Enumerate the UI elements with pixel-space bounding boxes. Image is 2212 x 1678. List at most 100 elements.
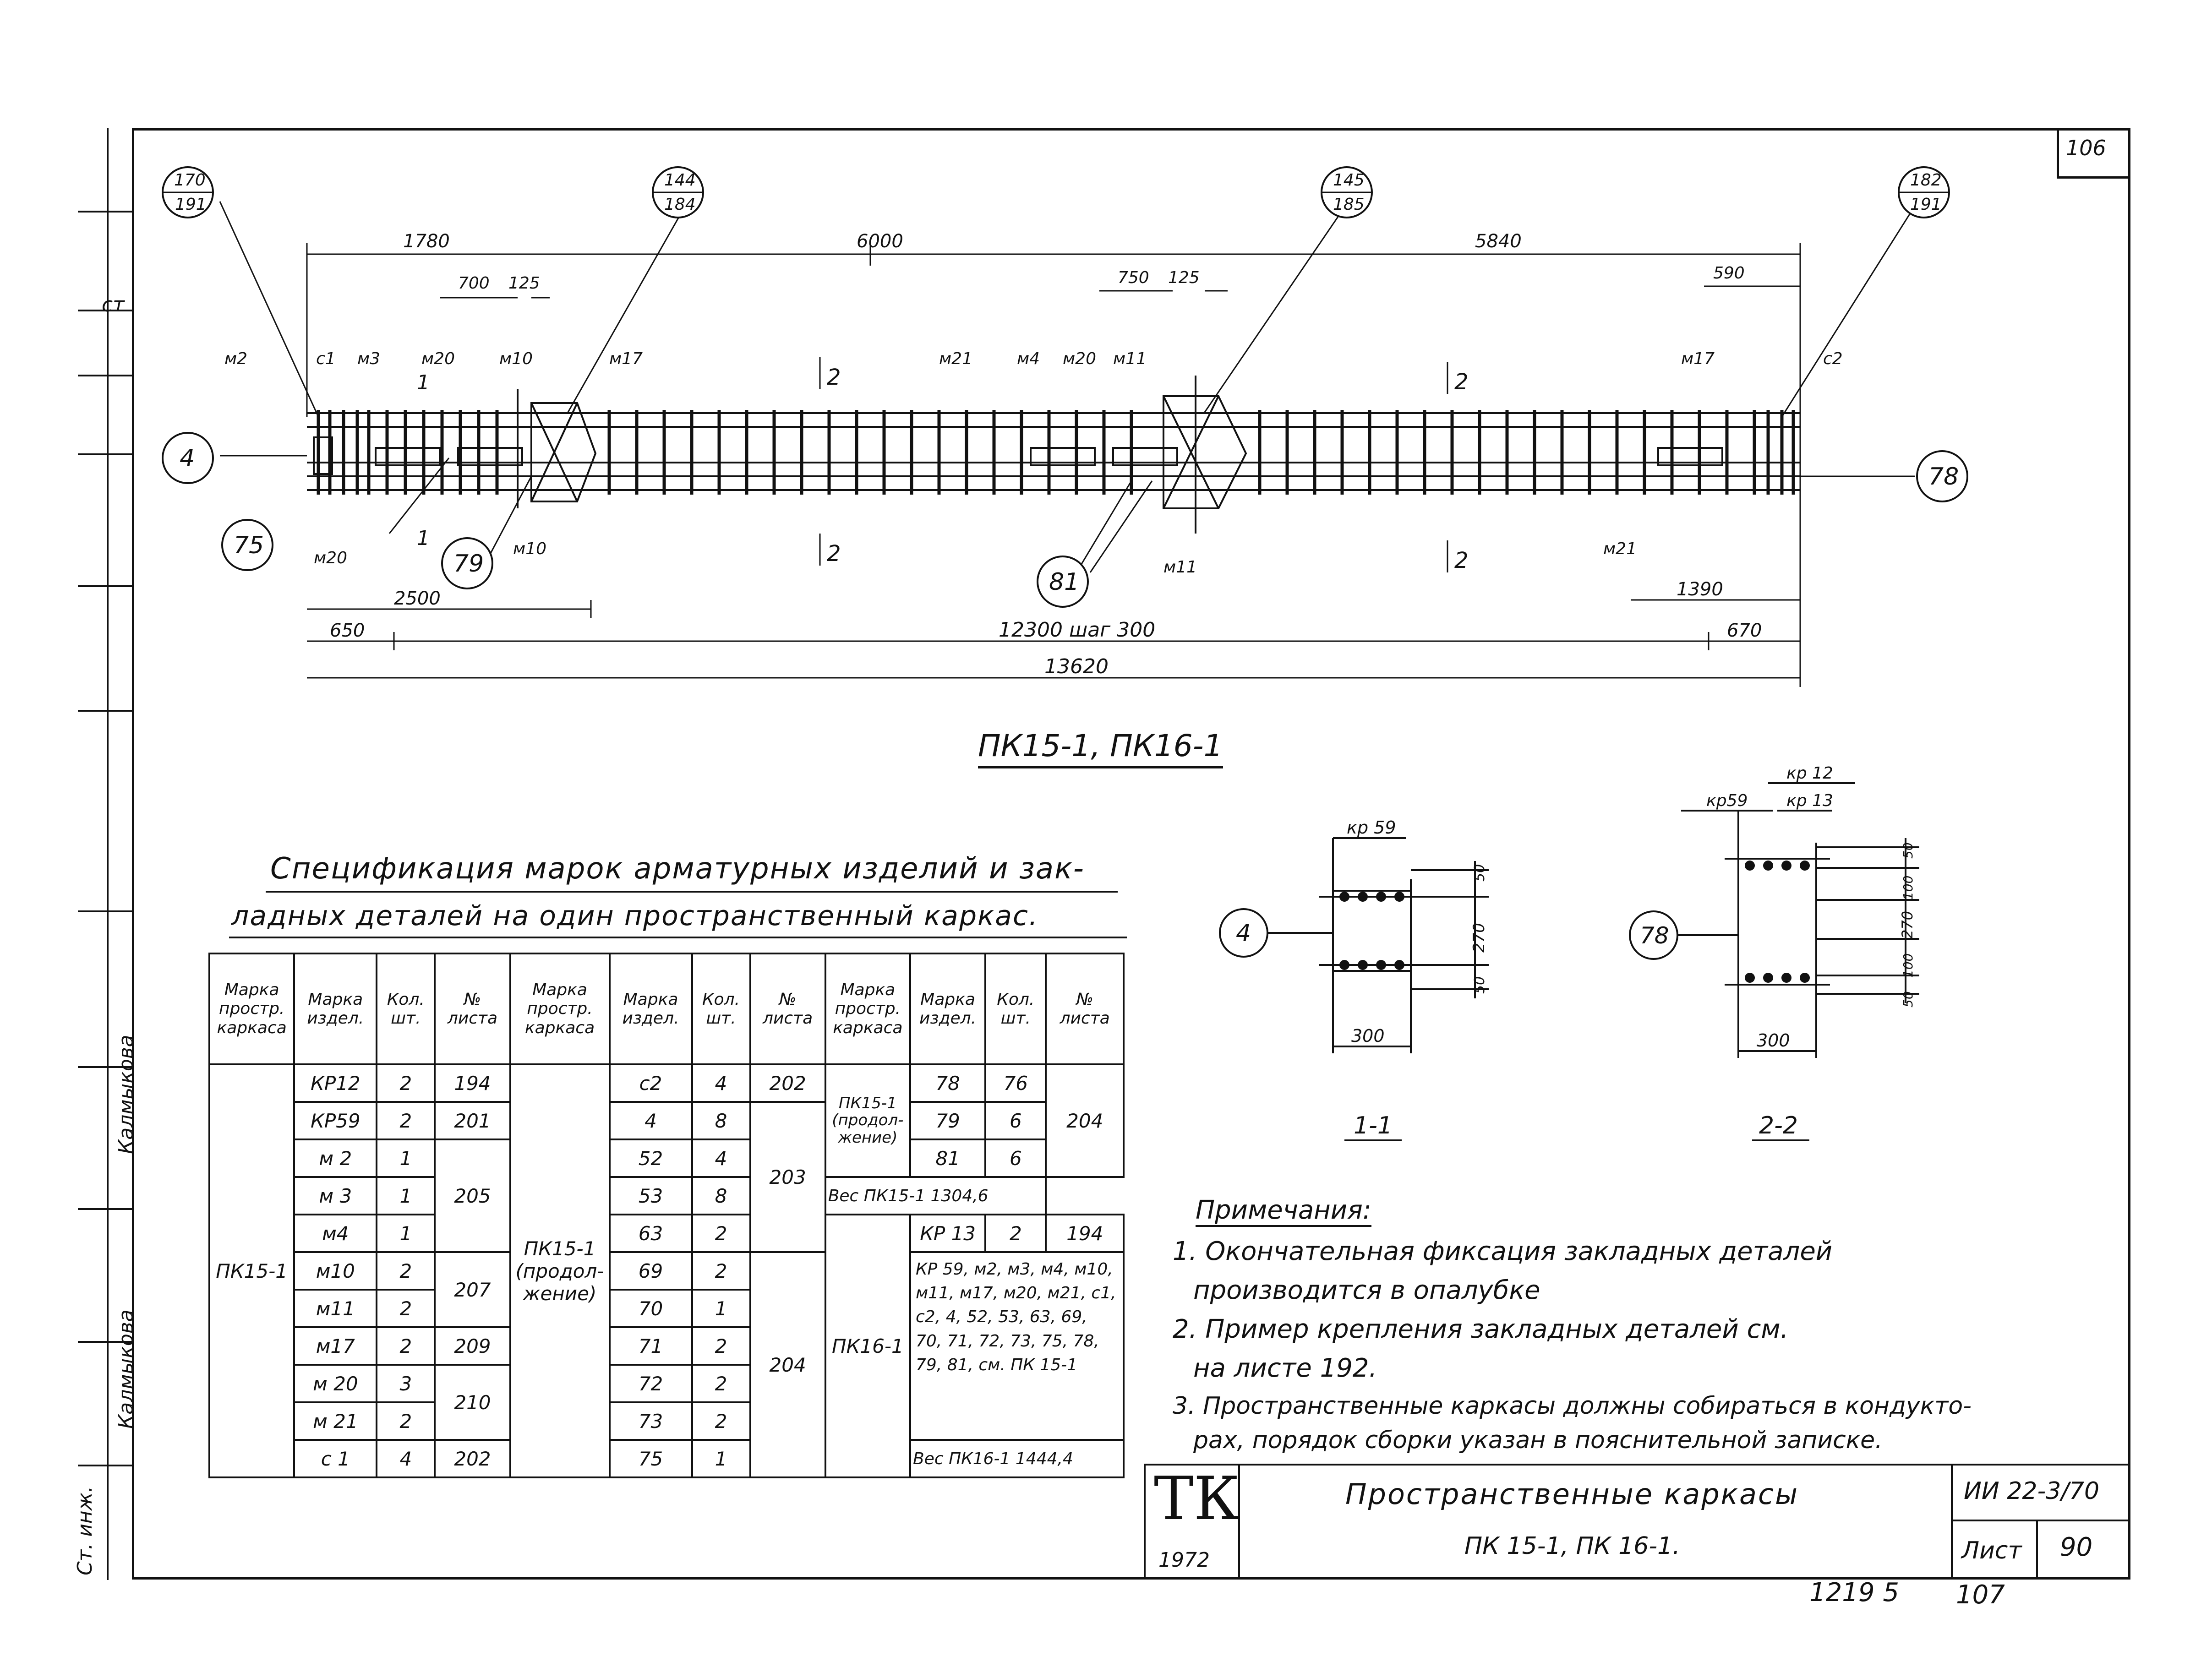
note-line-4: на листе 192.: [1193, 1353, 1377, 1383]
item: м17: [293, 1326, 378, 1366]
part-m20c: м20: [314, 549, 347, 567]
section-2-dim-b: 100: [1901, 876, 1916, 900]
margin-label-st: ст: [102, 293, 125, 316]
sheet: 202: [434, 1439, 511, 1478]
table-row: м 2 1 205 52 4 81 6: [209, 1139, 1124, 1253]
marker-79: 79: [453, 550, 484, 577]
part-m21b: м21: [1603, 539, 1637, 558]
dim-125b: 125: [1168, 268, 1200, 287]
qty: 6: [984, 1101, 1047, 1140]
note-line-6: рах, порядок сборки указан в пояснительн…: [1193, 1427, 1883, 1454]
item-kr13: КР 13: [909, 1214, 987, 1253]
section-mark-2a: 2: [827, 365, 841, 390]
corner-number: 106: [2066, 136, 2106, 160]
hdr-item-3: Марка издел.: [909, 953, 987, 1065]
qty: 2: [376, 1251, 436, 1291]
item: 72: [608, 1364, 693, 1403]
section-2-dim-d: 100: [1901, 953, 1916, 978]
weight-pk16: Вес ПК16-1 1444,4: [909, 1439, 1125, 1478]
pk16-item-list: КР 59, м2, м3, м4, м10, м11, м17, м20, м…: [909, 1251, 1125, 1441]
spec-table: Марка простр. каркаса Марка издел. Кол. …: [208, 953, 1125, 1478]
item: 53: [608, 1176, 693, 1215]
part-m17a: м17: [609, 349, 643, 368]
section-2-top-kr12: кр 12: [1786, 764, 1833, 783]
title-main: Пространственные каркасы: [1345, 1477, 1799, 1511]
dim-700: 700: [458, 274, 490, 293]
part-c2: с2: [1823, 349, 1843, 368]
callout-145: 145: [1333, 171, 1365, 190]
notes-heading: Примечания:: [1196, 1195, 1371, 1227]
spec-title-line-1: Спецификация марок арматурных изделий и …: [270, 852, 1085, 886]
bottom-number-1: 1219 5: [1809, 1578, 1899, 1607]
part-m10b: м10: [513, 539, 546, 558]
item: 75: [608, 1439, 693, 1478]
frame-pk16: ПК16-1: [824, 1214, 912, 1478]
marker-81: 81: [1049, 568, 1079, 596]
qty: 4: [376, 1439, 436, 1478]
hdr-frame-3: Марка простр. каркаса: [824, 953, 912, 1065]
part-m3: м3: [357, 349, 380, 368]
dim-590: 590: [1713, 264, 1745, 283]
sheet: 207: [434, 1251, 511, 1328]
qty: 2: [376, 1401, 436, 1441]
dim-13620: 13620: [1044, 655, 1109, 678]
margin-label-name-1: Калмыкова: [115, 1035, 138, 1154]
item: КР12: [293, 1063, 378, 1103]
sheet: 201: [434, 1101, 511, 1140]
sheet: 194: [434, 1063, 511, 1103]
section-mark-2b: 2: [827, 541, 841, 567]
qty: 1: [376, 1214, 436, 1253]
callout-185: 185: [1333, 195, 1365, 214]
section-2-width: 300: [1757, 1030, 1790, 1051]
table-row: м17 2 209 71 2: [209, 1326, 1124, 1366]
part-m2: м2: [224, 349, 247, 368]
part-m11b: м11: [1163, 558, 1197, 577]
note-line-1: 1. Окончательная фиксация закладных дета…: [1173, 1237, 1833, 1266]
callout-182: 182: [1910, 171, 1942, 190]
section-1-dim-a: 50: [1472, 864, 1488, 882]
qty: 1: [691, 1289, 751, 1328]
callout-191b: 191: [1910, 195, 1942, 214]
sheet: 205: [434, 1139, 511, 1253]
section-mark-1b: 1: [417, 527, 430, 550]
bottom-number-2: 107: [1956, 1580, 2005, 1610]
sheet: 204: [749, 1251, 826, 1478]
qty: 2: [376, 1289, 436, 1328]
section-2-label: 2-2: [1759, 1112, 1798, 1139]
section-mark-2d: 2: [1454, 548, 1469, 573]
title-block-sheet-no-cell: [2036, 1520, 2130, 1580]
part-m17b: м17: [1681, 349, 1715, 368]
sheet-frame: [132, 128, 2130, 1580]
qty: 1: [376, 1176, 436, 1215]
hdr-qty-2: Кол. шт.: [691, 953, 751, 1065]
part-m11a: м11: [1113, 349, 1147, 368]
note-line-5: 3. Пространственные каркасы должны собир…: [1173, 1392, 1972, 1420]
qty: 2: [691, 1401, 751, 1441]
item: 73: [608, 1401, 693, 1441]
callout-191: 191: [175, 195, 207, 214]
spec-title-underline-2: [229, 937, 1127, 938]
table-row: КР59 2 201 4 8 203 79 6: [209, 1101, 1124, 1253]
hdr-qty-1: Кол. шт.: [376, 953, 436, 1065]
qty: 4: [691, 1063, 751, 1103]
qty: 2: [691, 1326, 751, 1366]
callout-184: 184: [664, 195, 696, 214]
item: 63: [608, 1214, 693, 1253]
qty: 2: [691, 1214, 751, 1253]
qty-kr13: 2: [984, 1214, 1047, 1253]
hdr-sheet-2: № листа: [749, 953, 826, 1065]
qty: 2: [376, 1326, 436, 1366]
section-1-width: 300: [1351, 1026, 1385, 1046]
table-row: м10 2 207 69 2 204 КР 59, м2, м3, м4, м1…: [209, 1251, 1125, 1478]
section-2-2: 78 кр 12 кр59 кр 13 50 100 270 100 50 30…: [1629, 764, 1919, 1141]
part-c1: с1: [316, 349, 336, 368]
sheet-label: Лист: [1961, 1537, 2022, 1564]
section-2-dim-c: 270: [1899, 911, 1916, 939]
qty: 2: [376, 1063, 436, 1103]
hdr-sheet-1: № листа: [434, 953, 511, 1065]
sheet: 210: [434, 1364, 511, 1441]
table-row: м 3 1 53 8 Вес ПК15-1 1304,6: [209, 1176, 1124, 1215]
note-line-2: производится в опалубке: [1193, 1275, 1540, 1305]
tk-logo: ТК: [1154, 1464, 1240, 1533]
item: 78: [909, 1063, 987, 1103]
